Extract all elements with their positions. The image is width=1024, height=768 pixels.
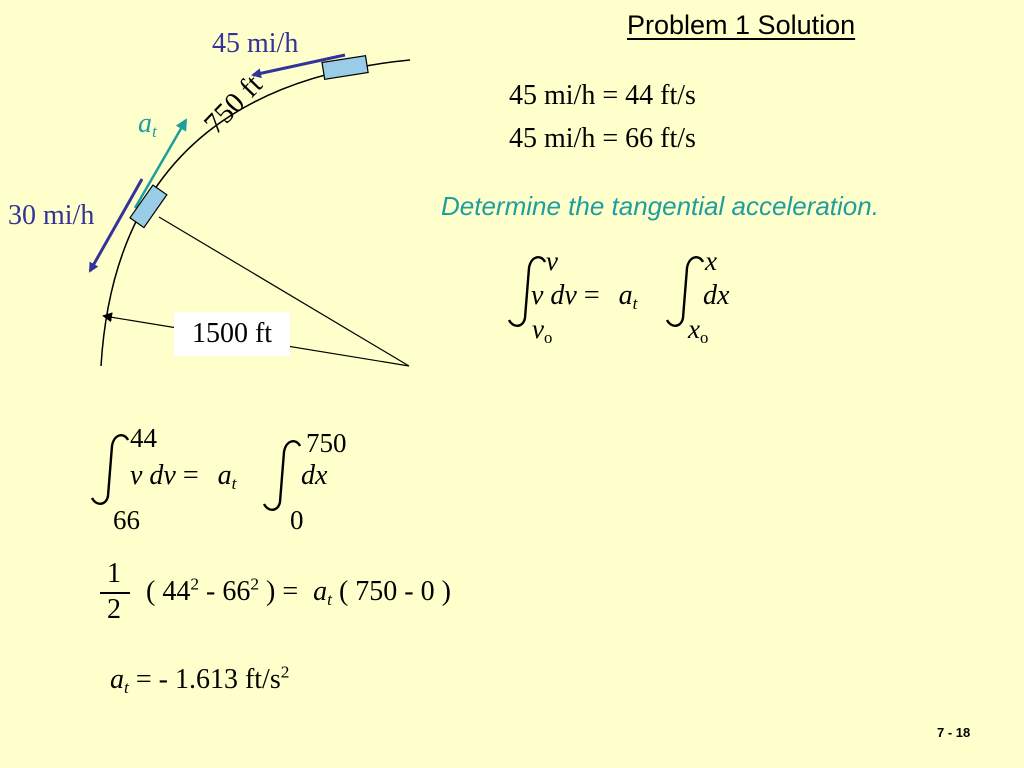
- specific-left-upper: 44: [130, 423, 157, 453]
- evaluation-coef: a: [313, 576, 328, 607]
- evaluation-expression: ( 442 - 662 ) = at ( 750 - 0 ): [146, 574, 451, 610]
- problem-prompt: Determine the tangential acceleration.: [441, 191, 879, 221]
- fraction-bar: [100, 592, 130, 594]
- fraction-denominator: 2: [107, 594, 121, 625]
- speed-top-label: 45 mi/h: [212, 28, 299, 59]
- general-left-integrand: v dv: [531, 280, 577, 311]
- specific-right-lower: 0: [290, 505, 304, 535]
- car-top: [321, 54, 369, 81]
- general-left-lower-var: v: [532, 314, 544, 344]
- evaluation-coef-sub: t: [327, 590, 332, 610]
- evaluation-close: ) =: [259, 576, 299, 607]
- velocity-arrow-bottom: [88, 178, 144, 273]
- integral-sign-right-general: [665, 256, 705, 327]
- evaluation-minus: - 66: [199, 576, 251, 607]
- specific-coef-sub: t: [231, 474, 237, 494]
- general-right-lower: xo: [688, 314, 709, 348]
- specific-equals: =: [182, 460, 199, 491]
- general-coef-sub: t: [632, 294, 638, 314]
- tangential-acceleration-arrow: [133, 118, 188, 209]
- speed-bottom-label: 30 mi/h: [8, 200, 95, 231]
- conversion-line-1: 45 mi/h = 44 ft/s: [509, 80, 696, 111]
- general-right-integrand: dx: [703, 280, 730, 311]
- integral-sign-right-specific: [262, 440, 302, 511]
- general-coef: a: [618, 280, 633, 311]
- specific-right-integrand: dx: [301, 460, 328, 491]
- general-left-lower: vo: [532, 314, 553, 348]
- page-number: 7 - 18: [937, 725, 971, 740]
- specific-integral-body: v dv = at: [130, 460, 236, 492]
- evaluation-open: ( 44: [146, 576, 191, 607]
- fraction-numerator: 1: [107, 558, 121, 589]
- tangential-acceleration-label: at: [138, 108, 157, 140]
- tangential-subscript: t: [152, 122, 157, 142]
- conversion-line-2: 45 mi/h = 66 ft/s: [509, 123, 696, 154]
- radius-label: 1500 ft: [174, 312, 290, 356]
- velocity-arrow-top: [251, 53, 346, 79]
- result-line: at = - 1.613 ft/s2: [110, 662, 290, 698]
- integral-sign-left-specific: [90, 434, 130, 505]
- general-integral-body: v dv = at: [531, 280, 637, 312]
- specific-coef: a: [217, 460, 232, 491]
- result-subscript: t: [124, 678, 129, 698]
- general-left-upper: v: [546, 246, 558, 276]
- integral-sign-left-general: [507, 256, 547, 327]
- result-symbol: a: [110, 664, 124, 695]
- curve-diagram: [88, 53, 411, 367]
- page-title: Problem 1 Solution: [627, 10, 856, 40]
- result-value: = - 1.613 ft/s: [135, 664, 281, 695]
- general-left-lower-sub: o: [543, 328, 553, 348]
- general-equals: =: [583, 280, 600, 311]
- radius-line-upper: [158, 216, 410, 367]
- evaluation-exp1: 2: [190, 574, 200, 594]
- tangential-symbol: a: [138, 108, 152, 139]
- specific-left-integrand: v dv: [130, 460, 176, 491]
- result-exponent: 2: [280, 662, 290, 682]
- specific-left-lower: 66: [113, 505, 140, 535]
- general-right-upper: x: [705, 246, 717, 276]
- specific-right-upper: 750: [306, 428, 347, 458]
- general-right-lower-sub: o: [699, 328, 709, 348]
- evaluation-exp2: 2: [250, 574, 260, 594]
- general-right-lower-var: x: [688, 314, 700, 344]
- car-bottom: [129, 184, 168, 229]
- evaluation-rhs: ( 750 - 0 ): [338, 576, 451, 607]
